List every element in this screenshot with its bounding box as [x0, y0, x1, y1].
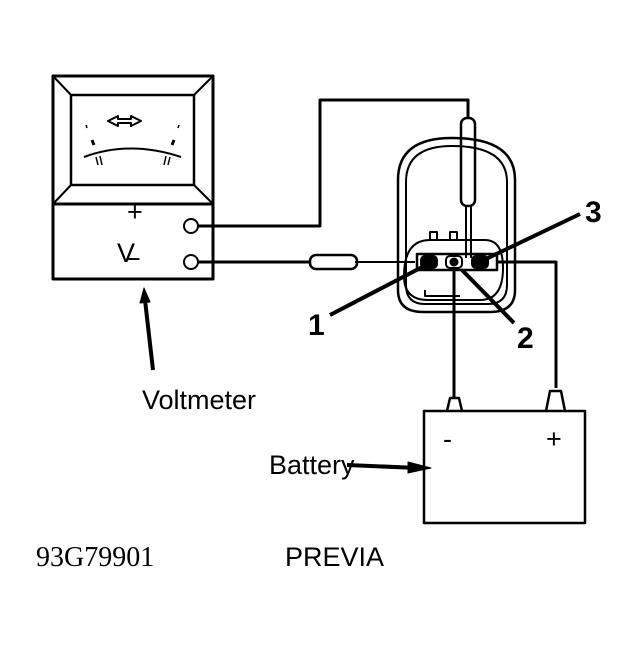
terminal-1-label: 1: [308, 309, 325, 342]
vehicle-model: PREVIA: [285, 542, 384, 572]
terminal-3-label: 3: [585, 196, 602, 229]
terminal-3-leader: [487, 212, 581, 260]
battery-plus-sign: +: [546, 424, 562, 454]
plus-terminal: [183, 218, 199, 234]
plus-label: +: [127, 197, 143, 227]
voltmeter-pointer-arrow: [143, 299, 155, 371]
minus-label: −: [125, 244, 141, 274]
meter-scale-arc: [83, 147, 182, 158]
battery: [346, 389, 587, 525]
battery-positive-wire: [497, 260, 558, 388]
meter-window: [69, 93, 196, 187]
battery-pointer-arrow: [346, 463, 419, 470]
battery-minus-sign: -: [443, 424, 452, 454]
battery-negative-post: [445, 396, 464, 412]
terminal-2-leader: [460, 268, 516, 325]
terminal-2-label: 2: [517, 322, 534, 355]
figure-code: 93G79901: [36, 542, 154, 573]
voltmeter: [51, 74, 215, 371]
connector: [396, 136, 517, 314]
voltmeter-symbol: V: [117, 238, 135, 268]
positive-probe: [459, 116, 477, 208]
voltmeter-body: [51, 74, 215, 281]
voltmeter-label: Voltmeter: [142, 385, 256, 415]
negative-probe: [308, 253, 359, 271]
positive-lead-wire: [198, 98, 470, 228]
minus-terminal: [183, 254, 199, 270]
terminal-1-leader: [329, 262, 429, 317]
battery-label: Battery: [269, 450, 355, 480]
double-arrow-icon: [107, 115, 142, 127]
battery-positive-post: [544, 389, 567, 412]
